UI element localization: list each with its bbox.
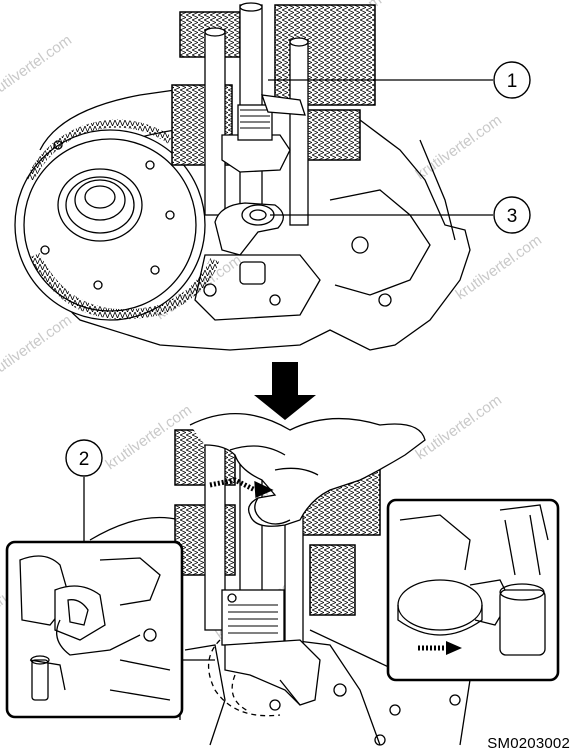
- callout-1: 1: [493, 61, 531, 99]
- down-arrow-icon: [254, 362, 316, 420]
- callout-3: 3: [493, 196, 531, 234]
- callout-1-label: 1: [507, 71, 518, 92]
- watermark-text: krutilvertel.com: [413, 392, 505, 464]
- watermark-text: krutilvertel.com: [453, 232, 545, 304]
- top-illustration: [14, 2, 471, 351]
- watermark-text: krutilvertel.com: [413, 112, 505, 184]
- watermark-text: krutilvertel.com: [0, 32, 75, 104]
- callout-2-label: 2: [79, 449, 90, 470]
- bottom-illustration: [89, 412, 471, 746]
- callout-2: 2: [65, 439, 103, 477]
- callout-3-label: 3: [507, 206, 518, 227]
- watermark-text: krutilvertel.com: [0, 312, 75, 384]
- figure-code: SM0203002: [487, 735, 570, 752]
- right-inset: [309, 498, 560, 682]
- left-inset: [5, 540, 215, 719]
